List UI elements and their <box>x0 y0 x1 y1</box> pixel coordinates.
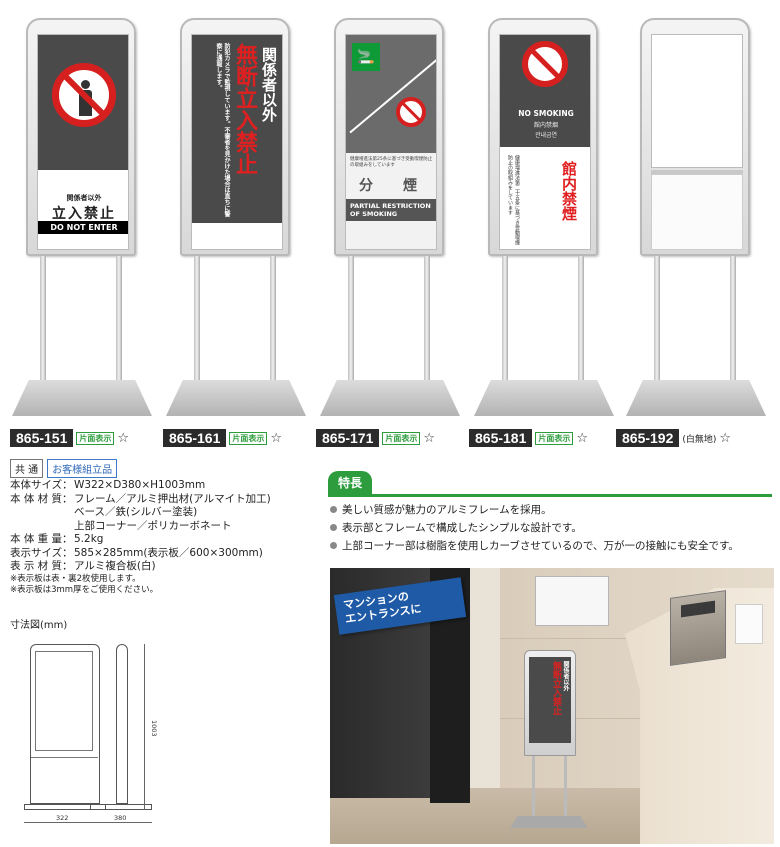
feature-item: 上部コーナー部は樹脂を使用しカーブさせているので、万が一の接触にも安全です。 <box>328 537 772 555</box>
sign-frame: 🚬 健康増進法第25条に基づき受動喫煙防止の取組みをしています 分 煙 PART… <box>334 18 444 256</box>
sign-frame: 関係者以外 無断立入禁止 防犯カメラで監視しています。不審者を見かけた場合は直ち… <box>180 18 290 256</box>
stand-base <box>626 380 766 416</box>
notice-paper <box>735 604 763 644</box>
stand-base <box>474 380 614 416</box>
sign-panel: 関係者以外 無断立入禁止 防犯カメラで監視しています。不審者を見かけた場合は直ち… <box>191 34 283 250</box>
product-code-865-171: 865-171 片面表示 ☆ <box>316 428 435 448</box>
one-sided-badge: 片面表示 <box>382 431 421 445</box>
sign-text-korean: 관내금연 <box>534 132 558 139</box>
front-view <box>30 644 100 804</box>
product-code-865-161: 865-161 片面表示 ☆ <box>163 428 282 448</box>
stand-865-192 <box>626 8 766 426</box>
spec-list: 本体サイズ：W322×D380×H1003mm 本 体 材 質：フレーム／アルミ… <box>10 479 320 596</box>
spec-note: ※表示板は表・裏2枚使用します。 <box>10 573 141 584</box>
no-smoking-icon <box>396 97 426 127</box>
stand-base <box>320 380 460 416</box>
one-sided-badge: 片面表示 <box>229 431 268 445</box>
sign-text-chinese: 館内禁烟 <box>533 122 558 129</box>
intercom-panel <box>670 590 726 666</box>
stand-865-171: 🚬 健康増進法第25条に基づき受動喫煙防止の取組みをしています 分 煙 PART… <box>320 8 460 426</box>
product-code-865-151: 865-151 片面表示 ☆ <box>10 428 129 448</box>
sign-panel: 関係者以外 立入禁止 DO NOT ENTER <box>37 34 129 250</box>
dimension-drawing: 1003 322 380 <box>10 630 316 838</box>
tag-assembly: お客様組立品 <box>47 459 118 478</box>
dimension-title: 寸法図(mm) <box>10 620 68 631</box>
features-title: 特長 <box>328 471 373 494</box>
star-icon: ☆ <box>719 430 732 446</box>
sign-text-no-entry: 無断立入禁止 <box>232 43 257 175</box>
sign-frame: NO SMOKING 館内禁烟 관내금연 館内禁煙 健康増進法第二十五条に基づき… <box>488 18 598 256</box>
smoking-area-icon: 🚬 <box>352 43 380 71</box>
sign-text-no-entry: 立入禁止 <box>52 206 116 222</box>
sign-text-law: 健康増進法第二十五条に基づき受動喫煙防止の取組みをしています <box>507 155 520 245</box>
spec-note: ※表示板は3mm厚をご使用ください。 <box>10 584 159 595</box>
sign-text-staff-only: 関係者以外 <box>66 194 102 202</box>
sign-text-no-smoking: 館内禁煙 <box>560 161 578 221</box>
sign-frame <box>640 18 750 256</box>
sign-panel: NO SMOKING 館内禁烟 관내금연 館内禁煙 健康増進法第二十五条に基づき… <box>499 34 591 250</box>
star-icon: ☆ <box>423 430 436 446</box>
tag-common: 共 通 <box>10 459 44 478</box>
plain-white-note: (白無地) <box>682 434 717 445</box>
no-smoking-icon <box>522 41 568 87</box>
sign-text-staff-only: 関係者以外 <box>260 47 278 122</box>
spec-tags: 共 通 お客様組立品 <box>10 459 118 478</box>
sign-text-english: PARTIAL RESTRICTION OF SMOKING <box>346 199 436 221</box>
stand-865-161: 関係者以外 無断立入禁止 防犯カメラで監視しています。不審者を見かけた場合は直ち… <box>166 8 306 426</box>
sign-text-english: NO SMOKING <box>518 109 574 118</box>
entrance-photo: 関係者以外 無断立入禁止 マンションの エントランスに <box>330 568 774 844</box>
one-sided-badge: 片面表示 <box>535 431 574 445</box>
sign-frame: 関係者以外 立入禁止 DO NOT ENTER <box>26 18 136 256</box>
star-icon: ☆ <box>576 430 589 446</box>
width-label: 322 <box>56 814 69 822</box>
no-entry-icon <box>52 63 116 127</box>
depth-label: 380 <box>114 814 127 822</box>
stand-base <box>12 380 152 416</box>
notice-board <box>535 576 609 626</box>
sign-panel-blank <box>651 34 743 168</box>
feature-item: 美しい質感が魅力のアルミフレームを採用。 <box>328 501 772 519</box>
stand-base <box>166 380 306 416</box>
one-sided-badge: 片面表示 <box>76 431 115 445</box>
star-icon: ☆ <box>117 430 130 446</box>
side-view <box>116 644 128 804</box>
sign-note: 健康増進法第25条に基づき受動喫煙防止の取組みをしています <box>350 157 433 168</box>
product-code-865-181: 865-181 片面表示 ☆ <box>469 428 588 448</box>
stand-865-181: NO SMOKING 館内禁烟 관내금연 館内禁煙 健康増進法第二十五条に基づき… <box>474 8 614 426</box>
star-icon: ☆ <box>270 430 283 446</box>
sign-text-partial: 分 煙 <box>359 178 425 194</box>
features-section: 特長 美しい質感が魅力のアルミフレームを採用。 表示部とフレームで構成したシンプ… <box>328 471 772 555</box>
stand-865-151: 関係者以外 立入禁止 DO NOT ENTER <box>12 8 152 426</box>
sign-panel: 🚬 健康増進法第25条に基づき受動喫煙防止の取組みをしています 分 煙 PART… <box>345 34 437 250</box>
sign-text-camera: 防犯カメラで監視しています。不審者を見かけた場合は直ちに警察に通報します。 <box>215 43 230 217</box>
height-label: 1003 <box>150 720 158 737</box>
feature-item: 表示部とフレームで構成したシンプルな設計です。 <box>328 519 772 537</box>
sign-text-english: DO NOT ENTER <box>38 221 128 234</box>
product-code-865-192: 865-192 (白無地) ☆ <box>616 428 731 448</box>
mini-stand-sign: 関係者以外 無断立入禁止 <box>524 650 576 756</box>
person-icon <box>79 80 92 116</box>
